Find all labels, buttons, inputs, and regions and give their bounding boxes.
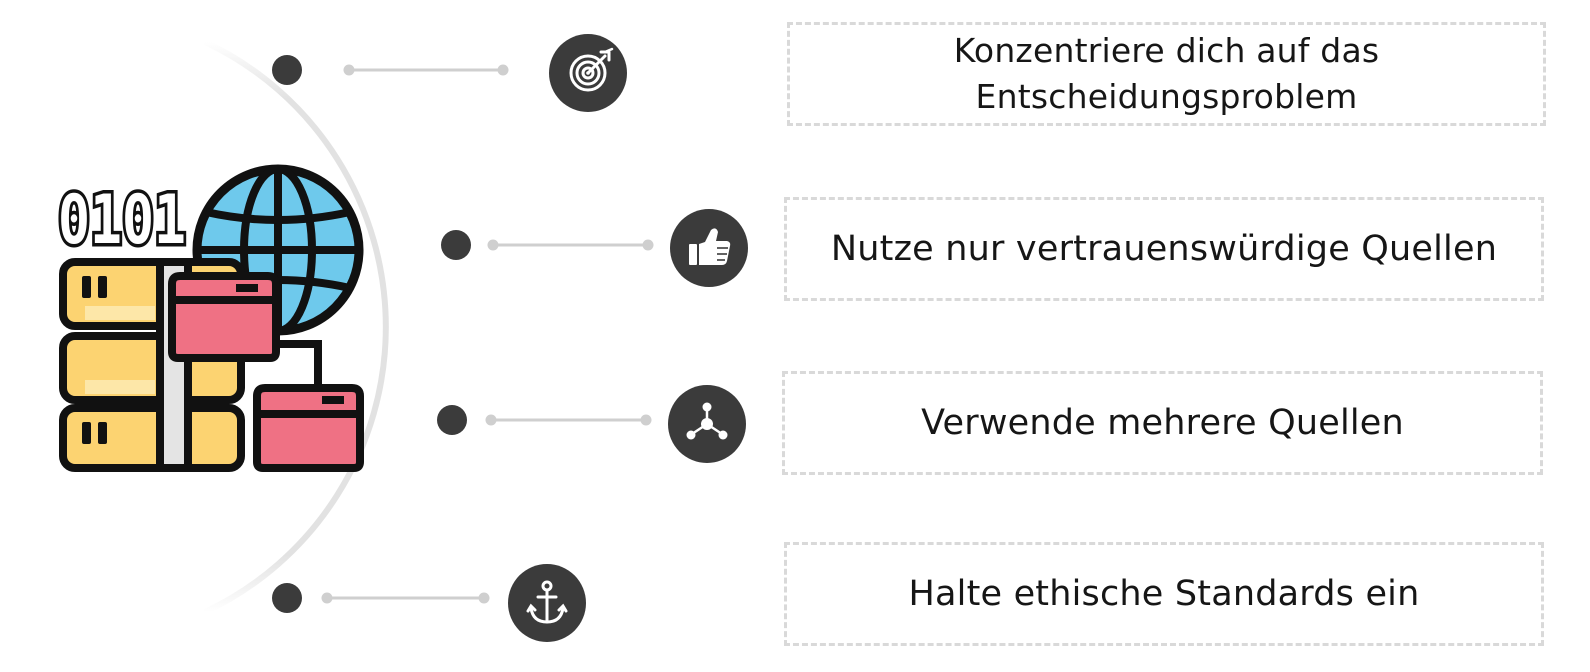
step-3-text: Verwende mehrere Quellen bbox=[921, 403, 1404, 443]
timeline-arc bbox=[203, 39, 389, 615]
step-2-text: Nutze nur vertrauenswürdige Quellen bbox=[830, 229, 1498, 269]
step-1-box: Konzentriere dich auf das Entscheidungsp… bbox=[787, 22, 1546, 126]
step-2-dot bbox=[441, 230, 471, 260]
step-3-box: Verwende mehrere Quellen bbox=[782, 371, 1543, 475]
target-icon bbox=[549, 34, 627, 112]
binary-text: 0101 bbox=[58, 181, 186, 260]
step-4-text: Halte ethische Standards ein bbox=[908, 574, 1420, 614]
step-4-connector bbox=[272, 583, 490, 613]
step-4-box: Halte ethische Standards ein bbox=[784, 542, 1544, 646]
step-3-dot bbox=[437, 405, 467, 435]
step-4-dot bbox=[272, 583, 302, 613]
folder-icon-upper bbox=[168, 272, 280, 362]
step-1-connector bbox=[272, 55, 509, 85]
step-2-connector bbox=[441, 230, 654, 260]
folder-icon-lower bbox=[253, 384, 364, 472]
step-2-box: Nutze nur vertrauenswürdige Quellen bbox=[784, 197, 1544, 301]
anchor-icon bbox=[508, 564, 586, 642]
server-slots bbox=[82, 276, 107, 444]
thumbs-up-icon bbox=[670, 209, 748, 287]
data-storage-illustration: 0101 bbox=[55, 164, 364, 472]
network-icon bbox=[668, 385, 746, 463]
step-3-connector bbox=[437, 405, 652, 435]
server-highlights bbox=[85, 306, 155, 394]
step-1-dot bbox=[272, 55, 302, 85]
step-1-text: Konzentriere dich auf das Entscheidungsp… bbox=[953, 31, 1380, 116]
